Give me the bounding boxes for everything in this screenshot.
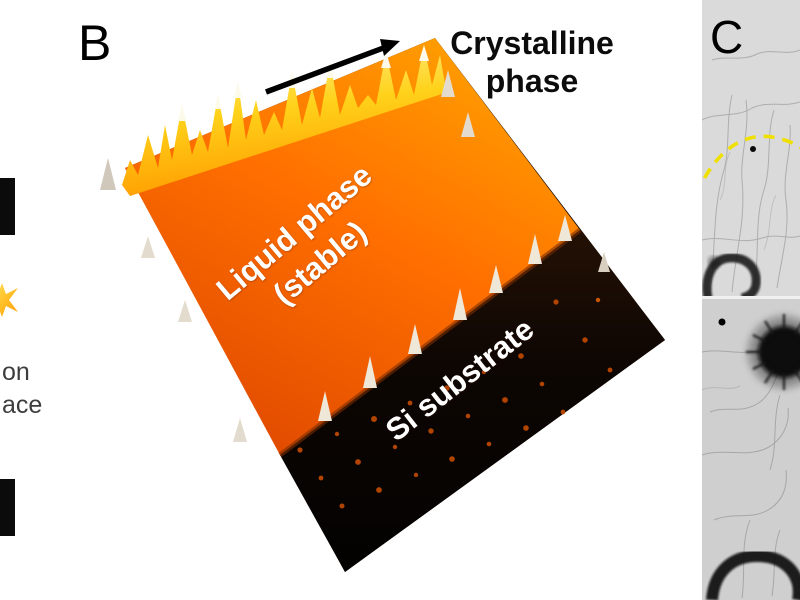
panel-b-label: B: [78, 15, 112, 71]
dark-ring-aggregate-bottom: [706, 549, 800, 600]
panel-c-micrograph-strip: C: [702, 0, 800, 600]
dark-dendritic-blob: [746, 314, 800, 390]
arrow-icon: [265, 39, 400, 95]
dark-particle-dot: [750, 146, 756, 152]
star-shape: [0, 283, 18, 317]
crystalline-ridge: [122, 45, 448, 196]
panel-c-label: C: [710, 11, 744, 63]
legend-swatch-black-top: [0, 178, 15, 235]
crystalline-phase-annotation: Crystalline phase: [450, 25, 614, 100]
micrograph-divider: [702, 296, 800, 299]
dark-ring-aggregate-top: [702, 253, 761, 303]
dashed-circle-annotation: [702, 134, 800, 187]
substrate-dots: [297, 297, 613, 509]
legend-text-fragment-bottom: ace: [2, 391, 43, 419]
si-substrate-region: [280, 230, 665, 572]
micrograph-top: [702, 0, 800, 303]
stray-spike: [100, 158, 116, 190]
boundary-spikes: [318, 215, 610, 421]
dark-particle-dot-bottom: [718, 318, 726, 326]
micrograph-bottom: [702, 299, 800, 600]
legend-star-fragment: [0, 282, 20, 318]
legend-swatch-black-bottom: [0, 479, 15, 536]
surface-spikes: [141, 70, 475, 442]
legend-text-fragment-top: on: [2, 358, 30, 386]
